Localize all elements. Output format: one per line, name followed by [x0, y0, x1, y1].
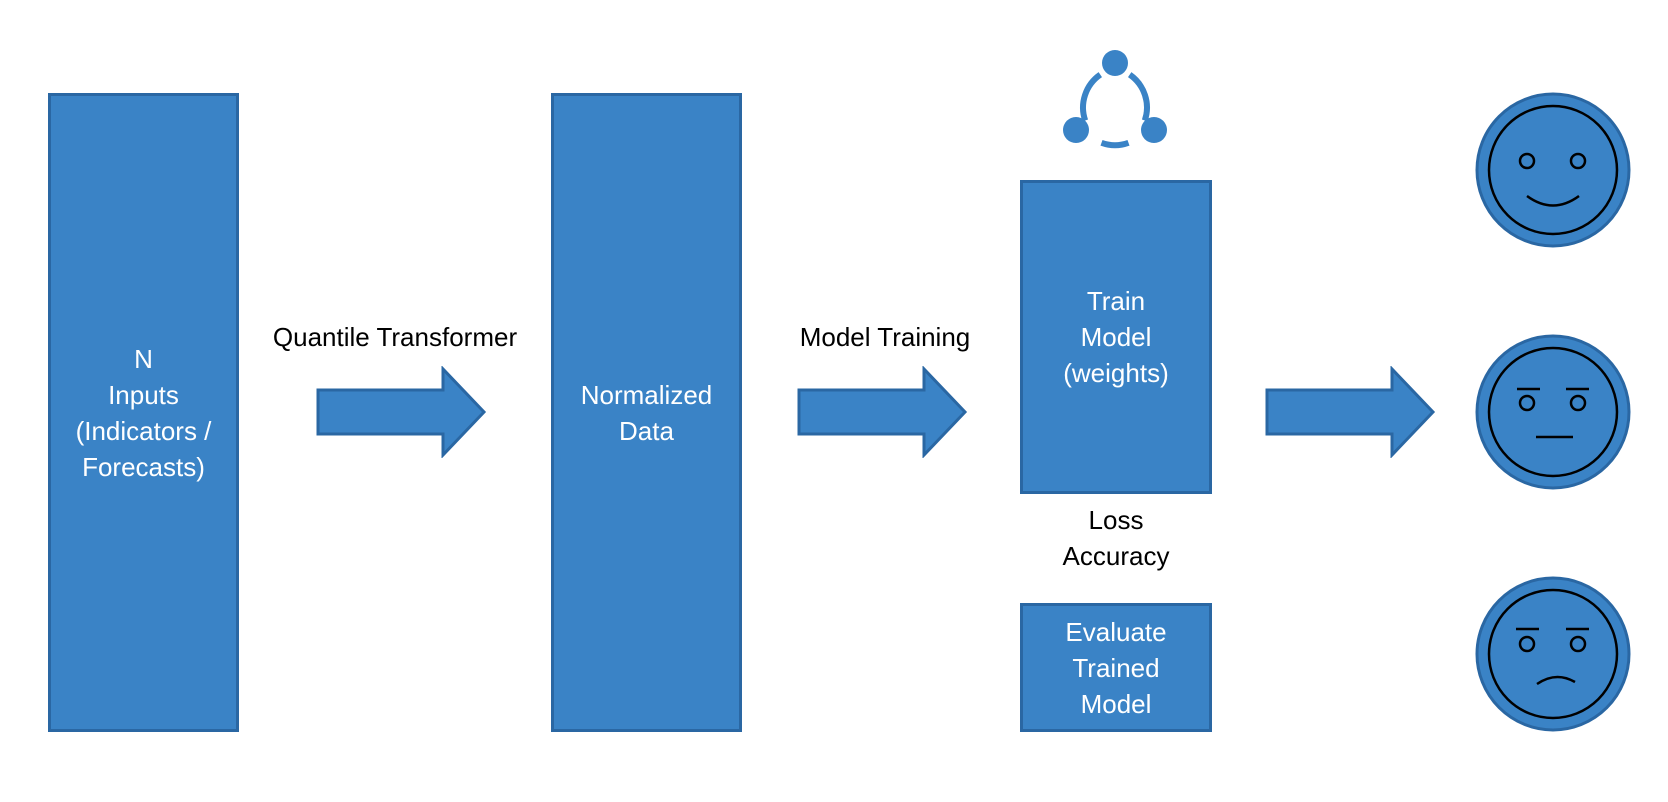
normalized-data-label: Normalized Data [580, 379, 713, 446]
arrow-to-train [797, 366, 968, 458]
evaluate-model-label: Evaluate Trained Model [1065, 616, 1167, 719]
normalized-data-box: Normalized Data [551, 93, 742, 732]
accuracy-label: Accuracy [1062, 541, 1170, 571]
happy-face-icon [1475, 92, 1631, 248]
arrow-to-normalized [316, 366, 487, 458]
share-network-icon [1063, 50, 1167, 149]
train-model-box: Train Model (weights) [1020, 180, 1212, 494]
model-training-label: Model Training [799, 322, 971, 352]
inputs-box-label: N Inputs (Indicators / Forecasts) [75, 343, 212, 482]
loss-label: Loss [1088, 505, 1144, 535]
arrow-to-outcomes [1265, 366, 1436, 458]
evaluate-model-box: Evaluate Trained Model [1020, 603, 1212, 732]
train-model-label: Train Model (weights) [1063, 286, 1169, 388]
neutral-face-icon [1475, 334, 1631, 490]
inputs-box: N Inputs (Indicators / Forecasts) [48, 93, 239, 732]
quantile-transformer-label: Quantile Transformer [272, 322, 518, 352]
sad-face-icon [1475, 576, 1631, 732]
